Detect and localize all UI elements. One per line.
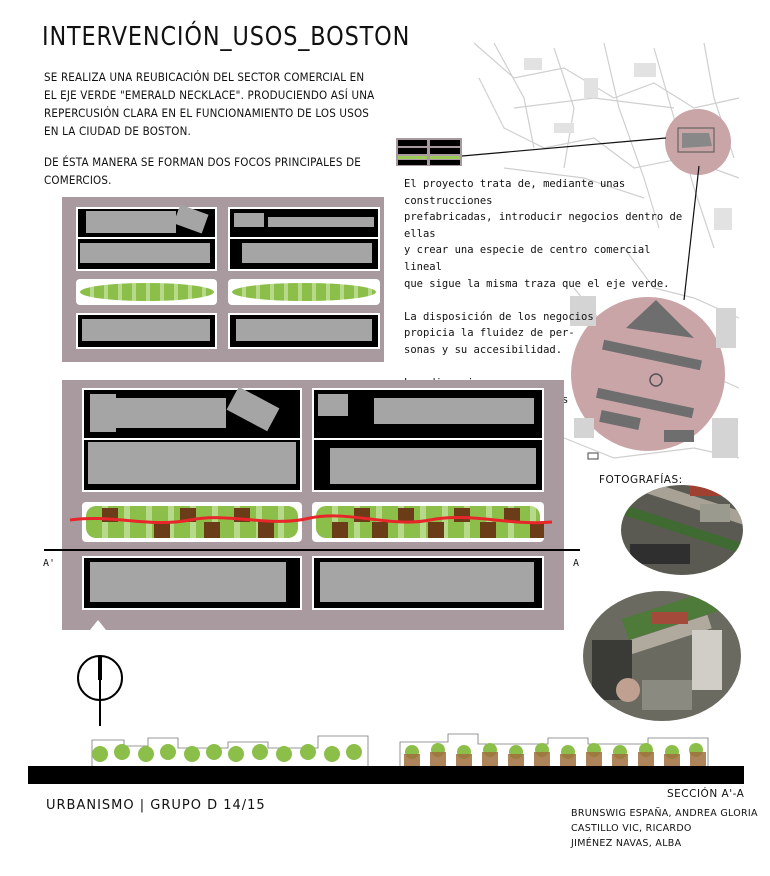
- intro-paragraph-2: DE ÉSTA MANERA SE FORMAN DOS FOCOS PRINC…: [44, 155, 361, 187]
- section-overlay: [44, 514, 580, 551]
- author-2: CASTILLO VIC, RICARDO: [571, 823, 692, 834]
- aerial-photo-2: [583, 591, 741, 721]
- photos-label: FOTOGRAFÍAS:: [599, 474, 683, 486]
- panel-pointer: [90, 620, 106, 630]
- north-arrow-icon: [77, 655, 123, 726]
- city-map: [396, 42, 740, 460]
- section-marker-right: A: [573, 558, 580, 569]
- aerial-photo-1: [621, 485, 743, 575]
- plan-before-panel: [62, 197, 384, 362]
- section-elevation: [28, 733, 744, 784]
- section-marker-left: A': [43, 558, 56, 569]
- description-paragraph-2: La disposición de los negocios propicia …: [404, 310, 594, 356]
- intro-paragraph-1: SE REALIZA UNA REUBICACIÓN DEL SECTOR CO…: [44, 70, 375, 138]
- section-label: SECCIÓN A'-A: [667, 788, 745, 800]
- plan-after-panel: [62, 380, 564, 630]
- description-paragraph-1: El proyecto trata de, mediante unas cons…: [404, 178, 683, 290]
- page-title: INTERVENCIÓN_USOS_BOSTON: [42, 22, 411, 52]
- course-label: URBANISMO | GRUPO D 14/15: [46, 798, 266, 813]
- author-1: BRUNSWIG ESPAÑA, ANDREA GLORIA: [571, 808, 758, 819]
- author-3: JIMÉNEZ NAVAS, ALBA: [571, 838, 682, 849]
